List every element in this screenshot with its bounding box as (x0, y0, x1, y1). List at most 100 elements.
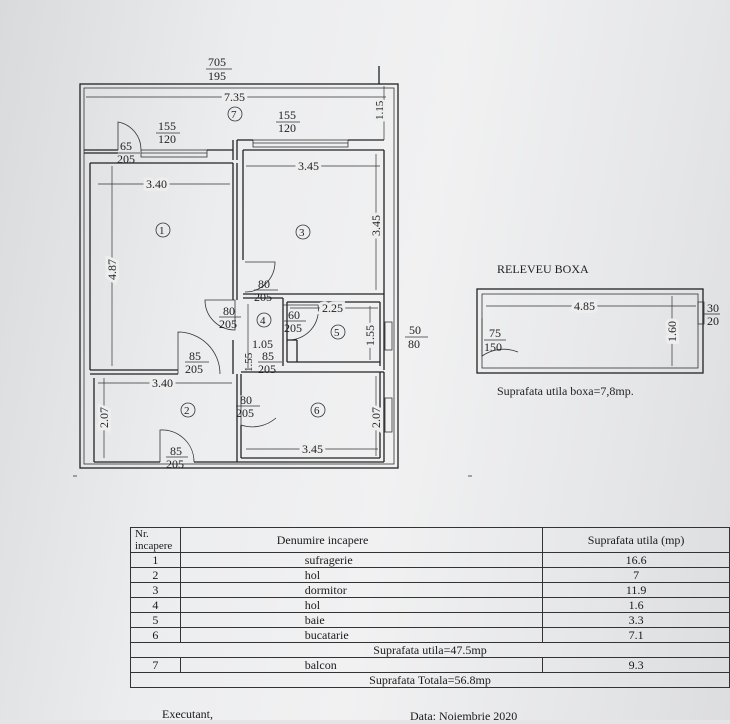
header-area: Suprafata utila (mp) (542, 527, 730, 553)
svg-text:120: 120 (158, 132, 176, 146)
dim-r3-height: 3.45 (369, 215, 383, 236)
room-3-walls (242, 149, 385, 300)
room-marker-1: 1 (155, 222, 171, 238)
bath-walls (282, 298, 393, 370)
room-marker-5: 5 (330, 324, 346, 340)
svg-text:4: 4 (260, 315, 266, 327)
boxa-door-fraction: 75 150 (484, 326, 506, 354)
opening-door-bucatarie: 80 205 (236, 393, 260, 420)
svg-text:30: 30 (707, 301, 719, 315)
width-label: 7.35 (224, 90, 245, 104)
svg-text:7: 7 (231, 109, 237, 121)
svg-text:1: 1 (159, 225, 165, 237)
dim-r5-height: 1.55 (363, 325, 377, 346)
overall-dim-top: 705 (208, 55, 226, 69)
svg-text:205: 205 (284, 321, 302, 335)
svg-text:150: 150 (484, 340, 502, 354)
svg-text:65: 65 (120, 139, 132, 153)
opening-window-1: 155 120 (156, 119, 180, 146)
subtotal: Suprafata utila=47.5mp (130, 642, 730, 658)
balcony-depth: 1.15 (374, 100, 386, 120)
room-marker-3: 3 (295, 224, 311, 240)
svg-text:80: 80 (223, 304, 235, 318)
svg-text:85: 85 (170, 444, 182, 458)
dim-r6-width: 3.45 (302, 442, 323, 456)
overall-dim-bottom: 195 (208, 69, 226, 83)
svg-text:85: 85 (262, 349, 274, 363)
svg-text:60: 60 (288, 308, 300, 322)
dim-r1-width: 3.40 (146, 177, 167, 191)
dim-r2-height: 2.07 (97, 407, 111, 428)
room-marker-2: 2 (180, 402, 196, 418)
svg-text:80: 80 (240, 393, 252, 407)
room-marker-4: 4 (256, 312, 272, 328)
table-row: 5 baie 3.3 (130, 612, 730, 628)
plan-labels: 705 195 7.35 1.15 7 1 3 4 5 2 (94, 55, 428, 471)
room-marker-7: 7 (227, 106, 243, 122)
dim-r4-height: 1.55 (243, 352, 255, 372)
lower-walls (93, 371, 393, 463)
svg-text:85: 85 (189, 349, 201, 363)
svg-text:80: 80 (258, 277, 270, 291)
opening-door-dormitor: 80 205 (254, 277, 278, 304)
svg-text:120: 120 (278, 121, 296, 135)
opening-door-balcony: 65 205 (117, 139, 140, 166)
svg-text:205: 205 (185, 362, 203, 376)
svg-text:75: 75 (489, 326, 501, 340)
date-label: Data: Noiembrie 2020 (410, 709, 518, 723)
dim-r2-width: 3.40 (152, 376, 173, 390)
subtotal-row: Suprafata utila=47.5mp (130, 642, 730, 658)
table-row: 6 bucatarie 7.1 (130, 627, 730, 643)
boxa-plan: RELEVEU BOXA 4.85 1.60 75 150 30 20 Supr… (476, 262, 720, 398)
dim-r4-width: 1.05 (252, 337, 273, 351)
boxa-surface: Suprafata utila boxa=7,8mp. (497, 384, 634, 398)
table-header: Nr. incapere Denumire incapere Suprafata… (130, 527, 730, 553)
svg-text:50: 50 (409, 323, 421, 337)
opening-door-hol-1: 85 205 (185, 349, 209, 376)
total-row: Suprafata Totala=56.8mp (130, 672, 730, 688)
executant-label: Executant, (162, 707, 213, 721)
exterior-walls (79, 66, 399, 469)
svg-text:155: 155 (278, 108, 296, 122)
table-row: 3 dormitor 11.9 (130, 582, 730, 598)
table-row: 1 sufragerie 16.6 (130, 552, 730, 568)
room-marker-6: 6 (310, 402, 326, 418)
dim-r3-width: 3.45 (298, 159, 319, 173)
svg-text:205: 205 (258, 362, 276, 376)
balcony-row: 7 balcon 9.3 (130, 657, 730, 673)
rooms-table: Nr. incapere Denumire incapere Suprafata… (130, 527, 730, 688)
svg-text:205: 205 (254, 290, 272, 304)
svg-text:205: 205 (166, 457, 184, 471)
boxa-window-fraction: 30 20 (704, 301, 720, 328)
total: Suprafata Totala=56.8mp (130, 672, 730, 688)
svg-text:205: 205 (117, 152, 135, 166)
svg-text:2: 2 (184, 405, 190, 417)
opening-door-baie: 60 205 (284, 308, 306, 335)
table-row: 4 hol 1.6 (130, 597, 730, 613)
door-swings (117, 121, 319, 463)
table-row: 2 hol 7 (130, 567, 730, 583)
svg-text:80: 80 (408, 337, 420, 351)
opening-door-hol-2: 85 205 (258, 349, 282, 376)
opening-door-sufragerie: 80 205 (219, 304, 241, 331)
svg-text:3: 3 (299, 227, 305, 239)
upper-windows (140, 139, 384, 160)
boxa-height: 1.60 (665, 321, 679, 342)
header-name: Denumire incapere (179, 527, 544, 553)
dim-r6-height: 2.07 (369, 407, 383, 428)
boxa-width: 4.85 (574, 299, 595, 313)
svg-text:205: 205 (236, 406, 254, 420)
dim-r1-height: 4.87 (105, 259, 119, 280)
header-nr: Nr. incapere (130, 527, 181, 553)
svg-text:205: 205 (219, 317, 237, 331)
opening-door-entry: 85 205 (166, 444, 188, 471)
dimension-lines (86, 86, 386, 458)
dim-r5-width: 2.25 (322, 301, 343, 315)
opening-window-2: 155 120 (276, 108, 300, 135)
svg-text:20: 20 (707, 314, 719, 328)
opening-window-baie: 50 80 (405, 323, 428, 351)
svg-text:5: 5 (334, 327, 340, 339)
room-1-walls (89, 162, 238, 375)
svg-text:155: 155 (158, 119, 176, 133)
